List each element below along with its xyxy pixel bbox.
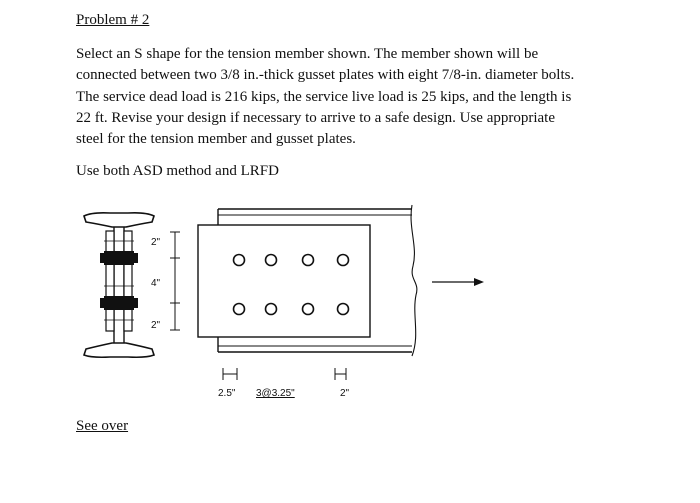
statement-line: steel for the tension member and gusset … (76, 131, 356, 148)
section-dim-top: 2" (151, 237, 161, 248)
problem-statement: Select an S shape for the tension member… (76, 44, 636, 150)
break-line (410, 204, 418, 357)
statement-line: connected between two 3/8 in.-thick guss… (76, 67, 575, 84)
bolt-hole (232, 302, 246, 316)
gusset-plate-plan (197, 224, 371, 338)
bolt-hole (301, 253, 315, 267)
plan-dim-spacing: 3@3.25" (256, 388, 295, 399)
plan-view (197, 204, 418, 357)
see-over-link[interactable]: See over (76, 418, 129, 434)
plan-dim-left-edge: 2.5" (218, 388, 236, 399)
statement-line: 22 ft. Revise your design if necessary t… (76, 109, 556, 126)
plan-dim-right-edge: 2" (340, 388, 350, 399)
bolt-hole (301, 302, 315, 316)
bolt-hole (264, 253, 278, 267)
bolt-hole (336, 253, 350, 267)
problem-heading: Problem # 2 (76, 12, 150, 28)
section-dimension (170, 231, 180, 331)
s-shape-section (82, 212, 156, 359)
section-bolt-upper (100, 251, 138, 265)
top-flange (83, 212, 155, 228)
method-instruction: Use both ASD method and LRFD (76, 163, 279, 179)
section-dim-middle: 4" (151, 278, 161, 289)
statement-line: Select an S shape for the tension member… (76, 46, 539, 62)
statement-line: The service dead load is 216 kips, the s… (76, 88, 572, 105)
bottom-flange (82, 342, 156, 359)
load-arrow (432, 278, 484, 286)
bolt-hole (264, 302, 278, 316)
gusset-plate-left (105, 230, 115, 332)
bolt-hole (232, 253, 246, 267)
section-bolt-lower (100, 296, 138, 310)
section-dim-bottom: 2" (151, 320, 161, 331)
plan-dimension (222, 368, 347, 380)
bolt-hole (336, 302, 350, 316)
bolt-holes (232, 253, 350, 316)
gusset-plate-right (123, 230, 133, 332)
